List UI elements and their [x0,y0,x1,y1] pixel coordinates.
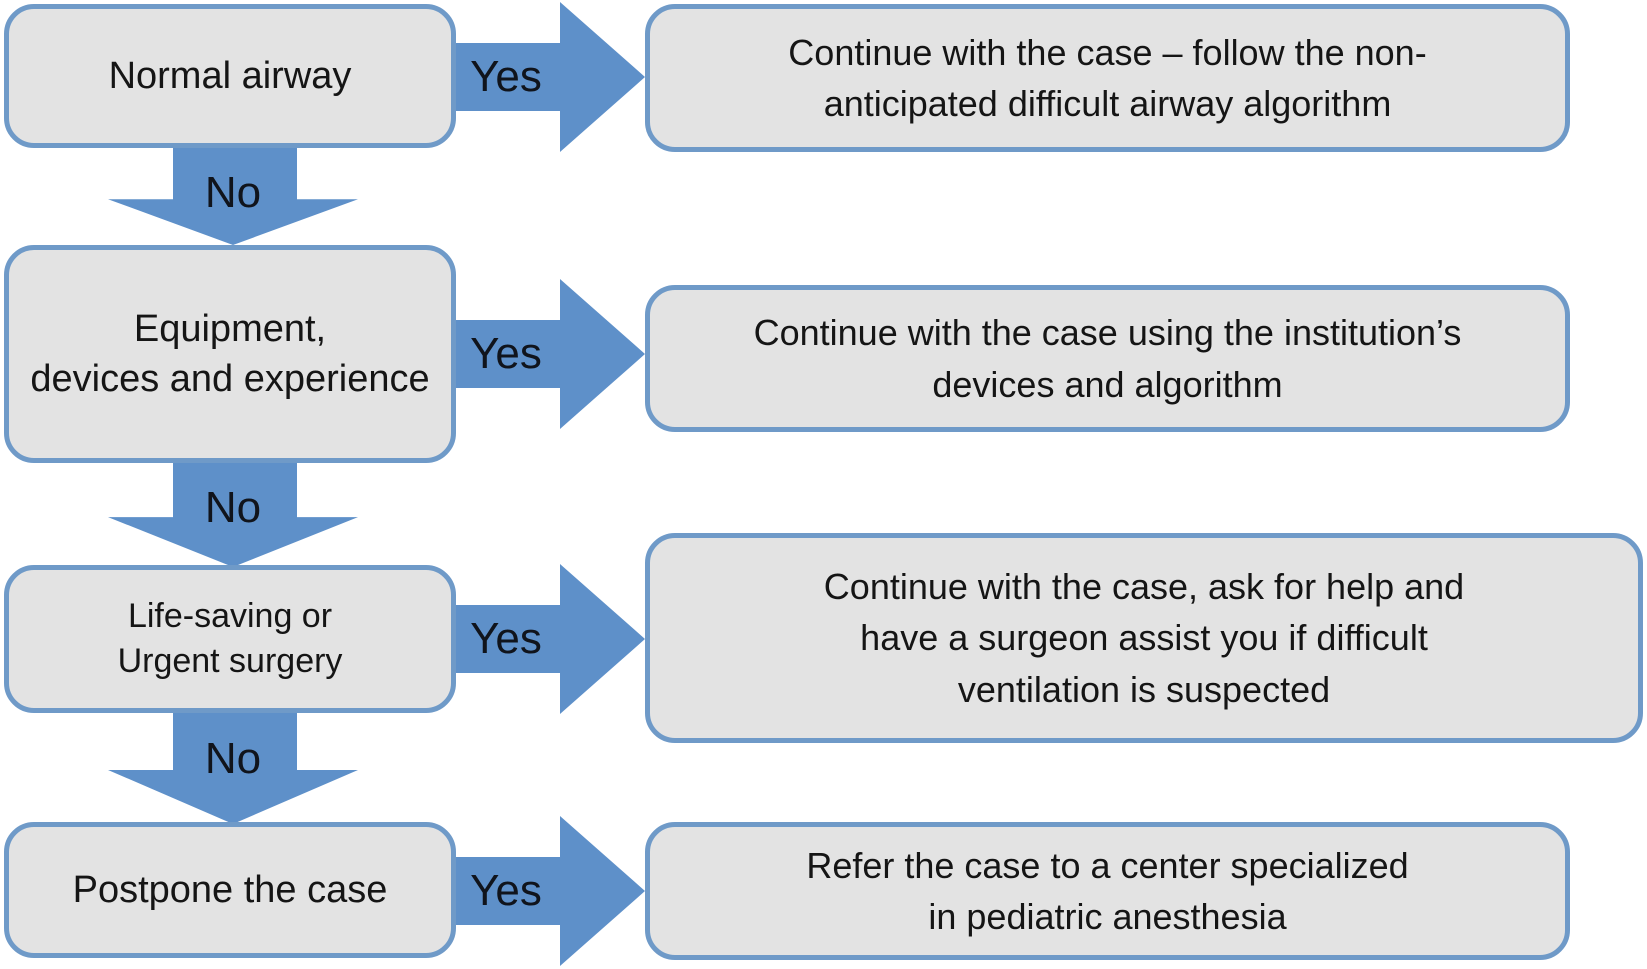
right-arrow-shape [452,816,645,966]
outcome-label: Refer the case to a center specialized [806,844,1409,886]
yes-label: Yes [470,329,542,378]
down-arrow-icon [108,706,358,824]
yes-arrow-1: Yes [452,2,645,152]
outcome-label: anticipated difficult airway algorithm [823,83,1392,124]
yes-label: Yes [470,614,542,663]
down-arrow-shape [108,145,358,245]
outcome-box-refer-specialized-center: Refer the case to a center specialized i… [645,822,1570,960]
no-arrow-1: No [108,145,358,245]
decision-box-equipment-devices-experience: Equipment, devices and experience [4,245,456,463]
outcome-box-ask-for-help-surgeon-assist: Continue with the case, ask for help and… [645,533,1643,743]
right-arrow-icon [452,279,645,429]
outcome-label: have a surgeon assist you if difficult [860,617,1428,659]
no-label: No [204,733,262,783]
decision-box-life-saving-urgent-surgery: Life-saving or Urgent surgery [4,565,456,713]
decision-label: devices and experience [30,358,430,400]
decision-box-normal-airway: Normal airway [4,4,456,148]
outcome-box-institution-devices-algorithm: Continue with the case using the institu… [645,285,1570,432]
no-arrow-2: No [108,458,358,567]
yes-arrow-3: Yes [452,564,645,714]
no-label: No [204,168,262,217]
right-arrow-shape [452,564,645,714]
outcome-label: Continue with the case – follow the non- [788,31,1427,73]
yes-arrow-2: Yes [452,279,645,429]
yes-label: Yes [470,52,542,101]
outcome-label: Continue with the case, ask for help and [823,566,1465,608]
down-arrow-icon [108,458,358,567]
decision-label: Postpone the case [72,868,388,911]
decision-label: Equipment, [133,307,327,350]
right-arrow-shape [452,279,645,429]
no-label: No [204,483,262,533]
down-arrow-shape [108,706,358,824]
down-arrow-shape [108,458,358,567]
right-arrow-shape [452,2,645,152]
outcome-label: ventilation is suspected [957,668,1331,710]
right-arrow-icon [452,2,645,152]
outcome-box-non-anticipated-algorithm: Continue with the case – follow the non-… [645,4,1570,152]
outcome-label: in pediatric anesthesia [928,896,1287,937]
right-arrow-icon [452,816,645,966]
decision-label: Life-saving or [127,597,333,636]
down-arrow-icon [108,145,358,245]
decision-label: Normal airway [108,54,352,97]
yes-arrow-4: Yes [452,816,645,966]
right-arrow-icon [452,564,645,714]
no-arrow-3: No [108,706,358,824]
outcome-label: Continue with the case using the institu… [753,312,1462,354]
decision-label: Urgent surgery [117,642,343,680]
outcome-label: devices and algorithm [932,363,1283,405]
yes-label: Yes [470,866,542,915]
decision-box-postpone-the-case: Postpone the case [4,822,456,958]
